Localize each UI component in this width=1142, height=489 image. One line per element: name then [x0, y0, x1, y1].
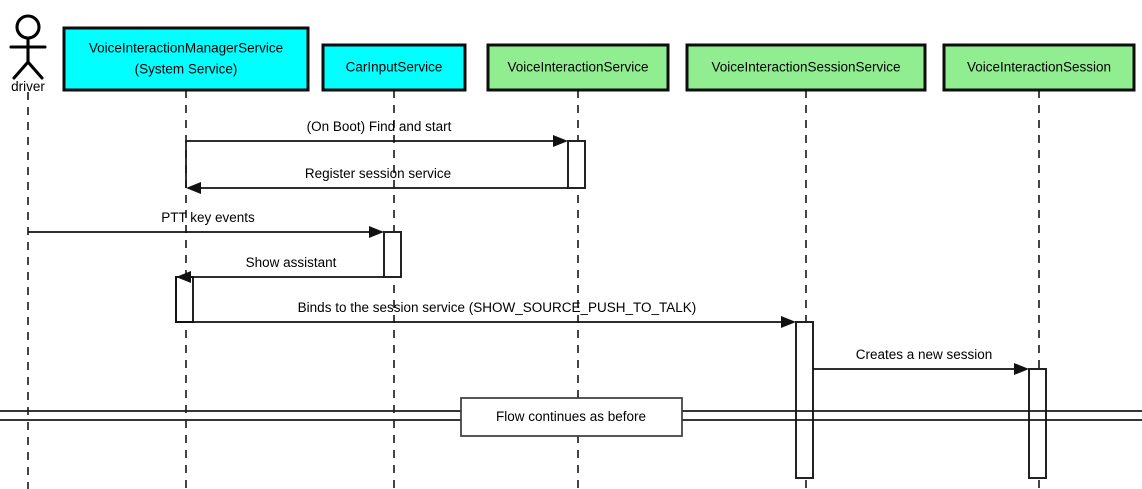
message-binds-to-session-service[interactable]: Binds to the session service (SHOW_SOURC…	[175, 277, 796, 328]
activation-bar-cis	[383, 231, 402, 278]
message-show-assistant[interactable]: Show assistant	[176, 255, 384, 283]
message-creates-new-session[interactable]: Creates a new session	[813, 347, 1029, 375]
message-3-arrowhead-icon	[369, 226, 384, 238]
participant-vis-box[interactable]	[486, 43, 670, 92]
activation-bar-vise	[1028, 368, 1047, 479]
activation-bars-group	[175, 140, 1047, 479]
participant-viss-box[interactable]	[685, 43, 927, 92]
participant-vims-box[interactable]	[62, 26, 310, 92]
activation-bar-vims	[175, 276, 194, 323]
actor-label: driver	[11, 79, 45, 94]
activation-bar-vis	[567, 140, 586, 189]
participant-cis-label: CarInputService	[346, 60, 443, 75]
participant-vims-label-line1: VoiceInteractionManagerService	[89, 41, 283, 56]
participant-vise-box[interactable]	[942, 43, 1136, 92]
participant-cis-box[interactable]	[321, 43, 467, 92]
message-4-arrowhead-icon	[176, 271, 191, 283]
message-4-label: Show assistant	[246, 255, 337, 270]
message-5-arrowhead-icon	[781, 316, 796, 328]
message-3-label: PTT key events	[161, 210, 255, 225]
divider-label: Flow continues as before	[496, 409, 646, 424]
actor-driver[interactable]: driver	[9, 14, 47, 94]
message-6-arrowhead-icon	[1014, 363, 1029, 375]
message-1-arrowhead-icon	[553, 135, 568, 147]
participant-vims[interactable]: VoiceInteractionManagerService (System S…	[62, 26, 310, 92]
message-ptt-key-events[interactable]: PTT key events	[28, 210, 384, 238]
activation-bar-viss	[795, 321, 814, 479]
participant-vis-label: VoiceInteractionService	[507, 60, 648, 75]
participant-vis[interactable]: VoiceInteractionService	[486, 43, 670, 92]
actor-leg-left-icon	[12, 60, 30, 80]
participant-vims-label-line2: (System Service)	[135, 62, 238, 77]
participant-vise-label: VoiceInteractionSession	[967, 60, 1111, 75]
message-register-session-service[interactable]: Register session service	[186, 166, 568, 194]
message-2-arrowhead-icon	[186, 182, 201, 194]
actor-head-icon	[15, 14, 41, 40]
message-6-label: Creates a new session	[856, 347, 993, 362]
flow-divider: Flow continues as before	[0, 397, 1142, 437]
participant-viss-label: VoiceInteractionSessionService	[711, 60, 900, 75]
participant-viss[interactable]: VoiceInteractionSessionService	[685, 43, 927, 92]
message-1-label: (On Boot) Find and start	[307, 119, 452, 134]
message-2-label: Register session service	[305, 166, 451, 181]
divider-box	[460, 397, 683, 437]
message-5-label: Binds to the session service (SHOW_SOURC…	[298, 300, 697, 315]
participant-cis[interactable]: CarInputService	[321, 43, 467, 92]
participant-vise[interactable]: VoiceInteractionSession	[942, 43, 1136, 92]
message-on-boot-find-and-start[interactable]: (On Boot) Find and start	[185, 119, 568, 188]
actor-leg-right-icon	[26, 60, 44, 80]
